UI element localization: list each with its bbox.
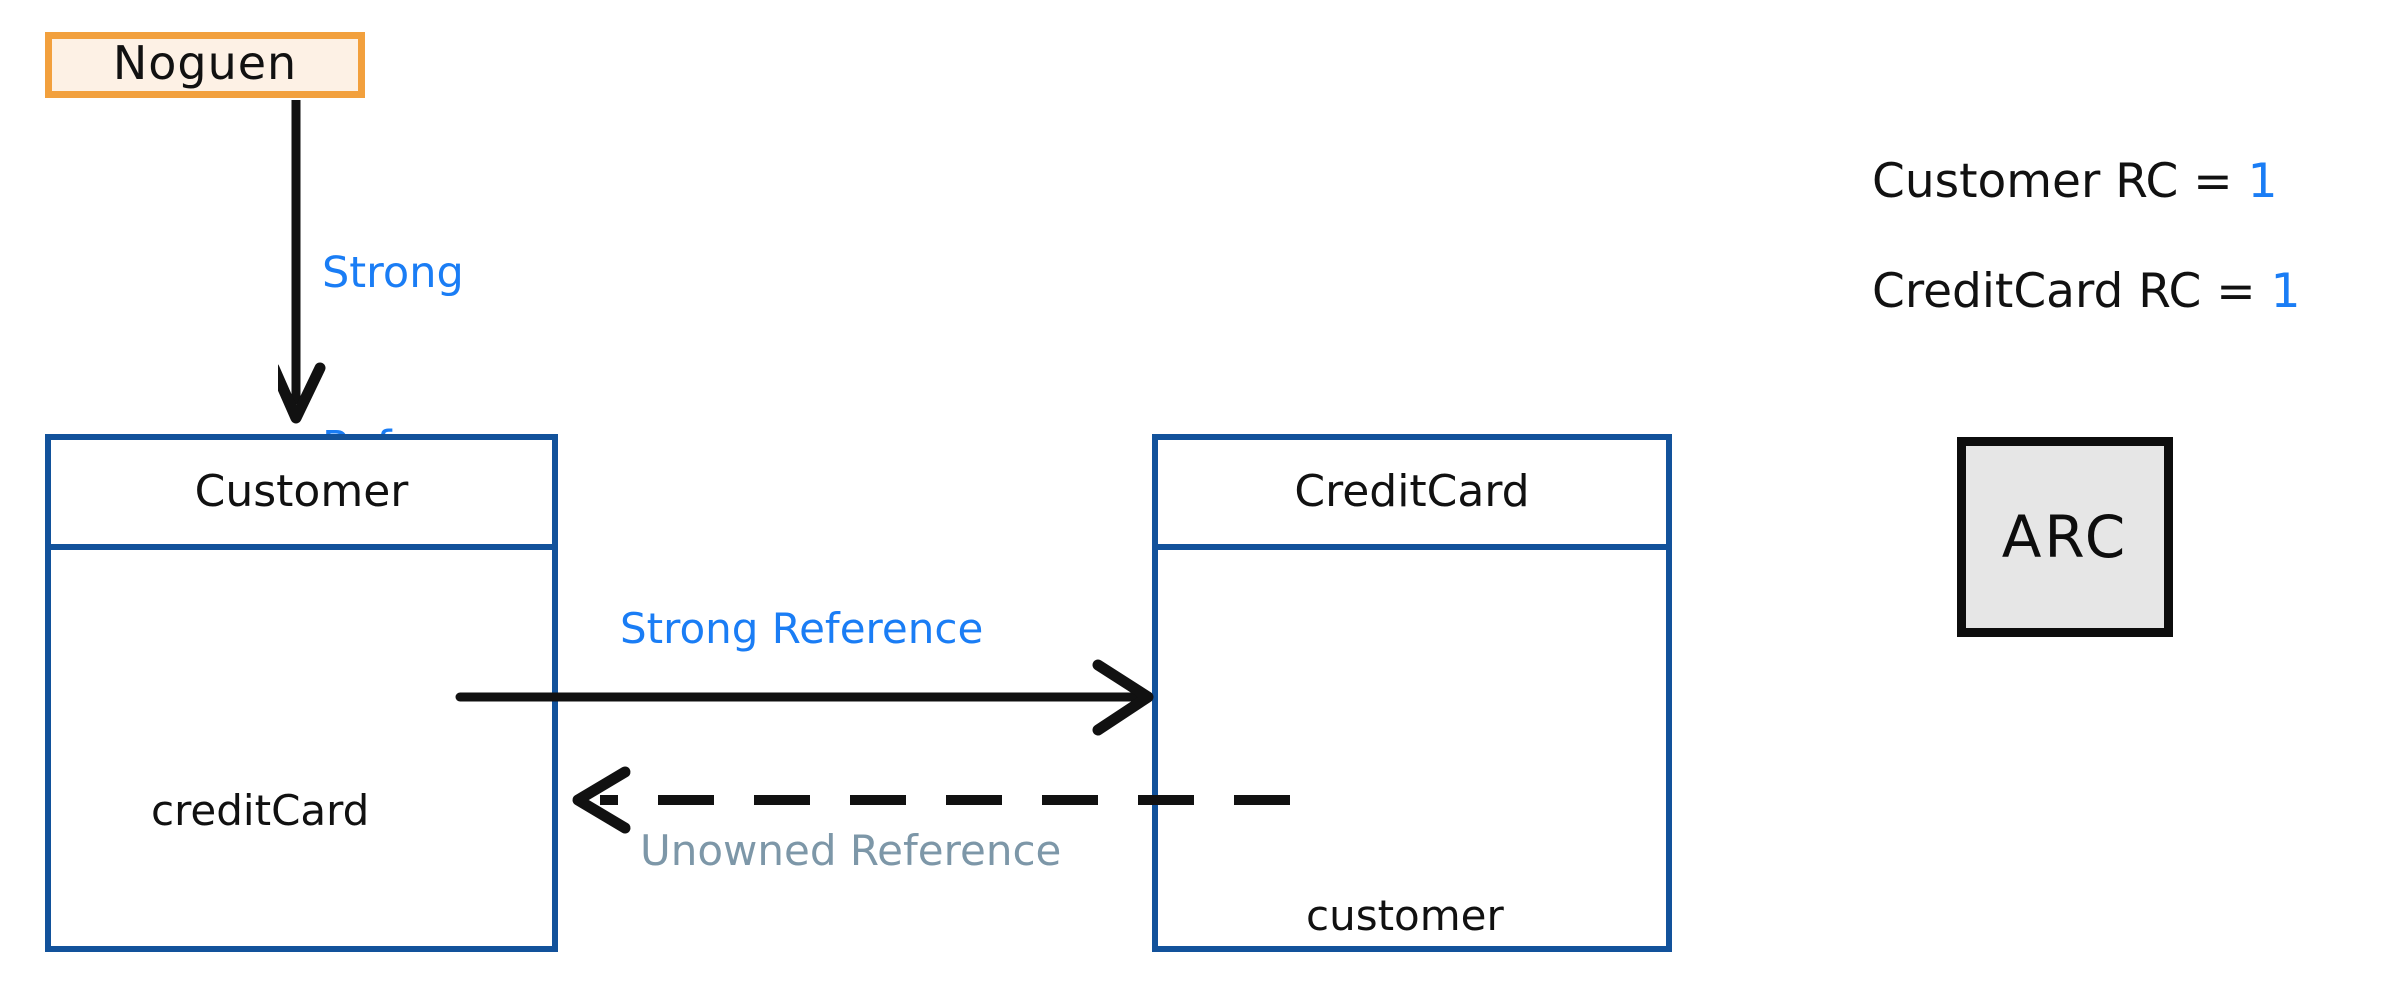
strong-reference-edge-label: Strong Reference — [620, 604, 984, 653]
uml-class-customer-header: Customer — [51, 440, 552, 550]
reference-count-customer-label: Customer RC = — [1872, 154, 2233, 209]
arc-badge-label: ARC — [2001, 503, 2129, 571]
uml-class-customer-body: creditCard — [51, 550, 552, 946]
uml-class-customer[interactable]: Customer creditCard — [45, 434, 558, 952]
reference-count-customer-value: 1 — [2247, 154, 2278, 209]
uml-class-creditcard-body: customer — [1158, 550, 1666, 946]
strong-reference-vertical-label-line1: Strong — [322, 248, 464, 299]
unowned-reference-edge-label: Unowned Reference — [640, 826, 1062, 875]
reference-count-creditcard: CreditCard RC = 1 — [1872, 268, 2301, 315]
uml-class-creditcard-header: CreditCard — [1158, 440, 1666, 550]
uml-class-creditcard[interactable]: CreditCard customer — [1152, 434, 1672, 952]
reference-count-customer: Customer RC = 1 — [1872, 158, 2278, 205]
arc-badge: ARC — [1957, 437, 2173, 637]
owner-node-label: Noguen — [112, 36, 298, 90]
uml-class-customer-title: Customer — [194, 466, 409, 517]
strong-reference-arrow — [455, 659, 1154, 736]
uml-member-customer: customer — [1306, 891, 1504, 940]
owner-node-noguen[interactable]: Noguen — [45, 32, 365, 98]
reference-count-creditcard-value: 1 — [2270, 264, 2301, 319]
strong-reference-vertical-arrow — [278, 100, 348, 430]
uml-class-creditcard-title: CreditCard — [1294, 466, 1530, 517]
uml-member-credit-card: creditCard — [151, 786, 370, 835]
reference-count-creditcard-label: CreditCard RC = — [1872, 264, 2256, 319]
